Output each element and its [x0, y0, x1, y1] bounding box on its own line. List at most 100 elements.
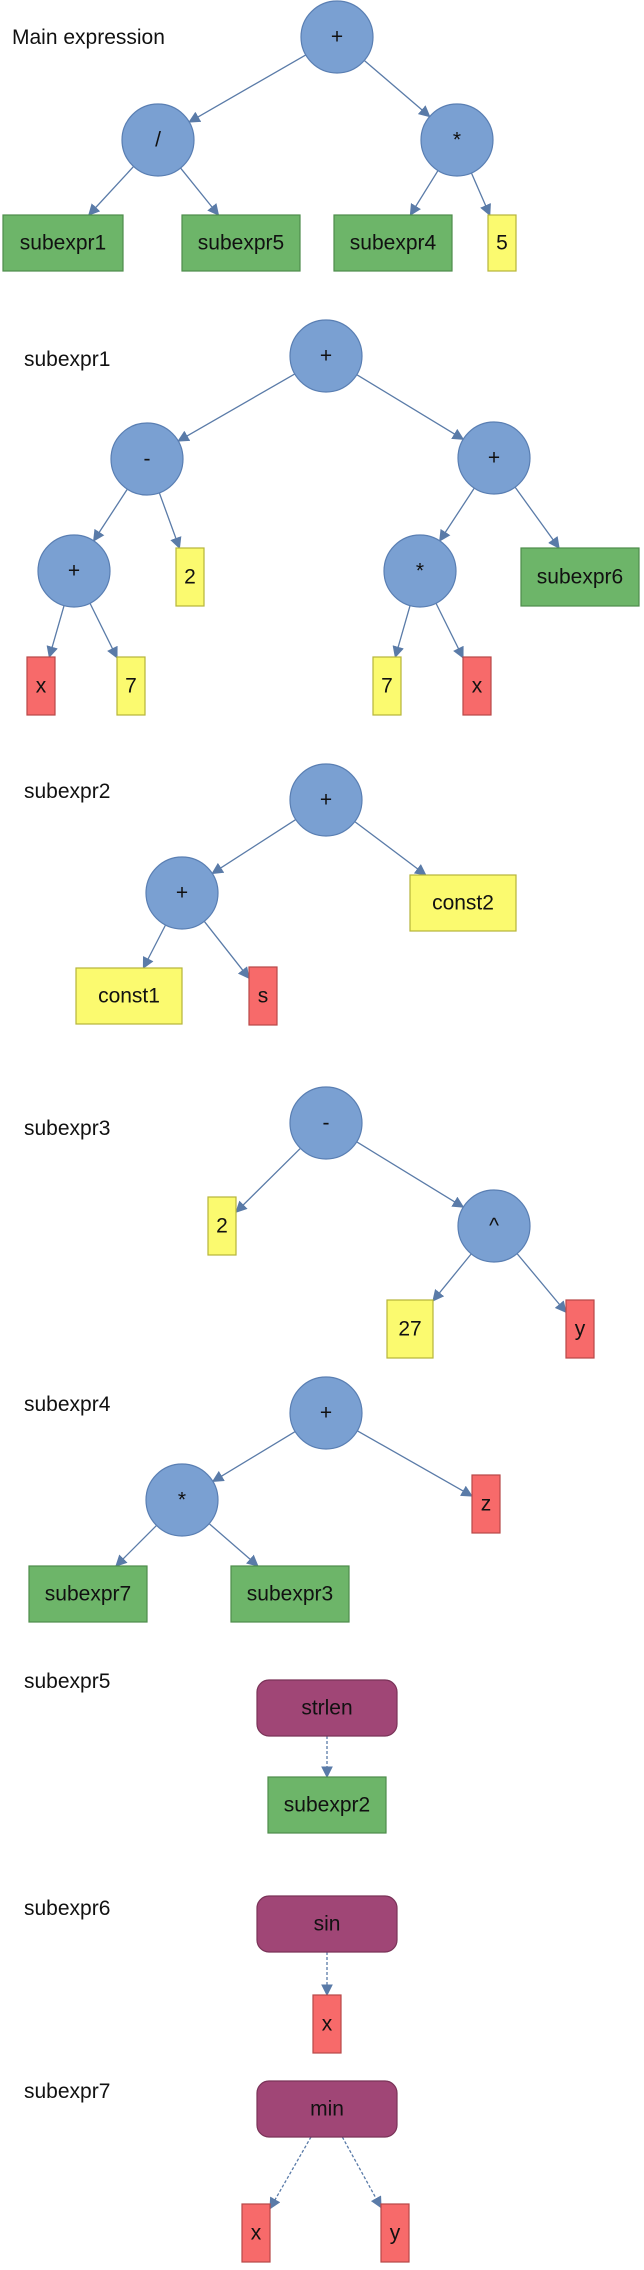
operator-shape [420, 103, 494, 177]
constant-shape [386, 1299, 434, 1359]
subexpr7-label: subexpr7 [24, 2080, 111, 2103]
subexpr1-edge [514, 486, 560, 549]
subexpr7-edge [341, 2136, 382, 2209]
operator-shape [383, 534, 457, 608]
subexpr1-edge [356, 374, 465, 440]
subexpr3-constant-node: 27 [386, 1299, 434, 1359]
subexpr5-subexpression-node: subexpr2 [267, 1776, 387, 1834]
subexpr3-variable-node: y [565, 1299, 595, 1359]
operator-text: + [488, 447, 500, 470]
constant-text: const1 [98, 985, 160, 1008]
constant-shape [116, 656, 146, 716]
subexpr1-constant-node: 2 [175, 547, 205, 607]
subexpr1-edge [392, 605, 411, 659]
subexpr1-operator-node: + [289, 319, 363, 393]
function-text: sin [314, 1913, 341, 1936]
main-expression-subexpression-node: subexpr5 [181, 214, 301, 272]
operator-shape [121, 103, 195, 177]
subexpr1-edge [158, 492, 182, 550]
constant-text: 7 [381, 675, 393, 698]
subexpr4-operator-node: * [145, 1463, 219, 1537]
main-expression-operator-node: / [121, 103, 195, 177]
operator-shape [289, 319, 363, 393]
constant-text: 2 [184, 566, 196, 589]
main-expression-edge [180, 167, 220, 216]
subexpr2-operator-node: + [289, 763, 363, 837]
subexpr1-subexpression-node: subexpr6 [520, 547, 640, 607]
main-expression-edge [470, 172, 491, 217]
subexpr4-subexpression-node: subexpr3 [230, 1565, 350, 1623]
subexpression-text: subexpr3 [247, 1583, 333, 1606]
constant-text: const2 [432, 892, 494, 915]
subexpr2-label: subexpr2 [24, 780, 111, 803]
main-expression-subexpression-node: subexpr4 [333, 214, 453, 272]
subexpr6-label: subexpr6 [24, 1897, 111, 1920]
subexpr1-constant-node: 7 [372, 656, 402, 716]
operator-text: * [416, 560, 424, 583]
subexpression-shape [28, 1565, 148, 1623]
variable-text: y [390, 2222, 401, 2245]
operator-text: + [68, 560, 80, 583]
subexpr1-operator-node: + [457, 421, 531, 495]
main-expression-edge [363, 59, 431, 118]
subexpression-text: subexpr2 [284, 1794, 370, 1817]
subexpr4-label: subexpr4 [24, 1393, 111, 1416]
variable-text: z [481, 1493, 492, 1516]
subexpr1-variable-node: x [462, 656, 492, 716]
subexpr5-function-node: strlen [256, 1679, 398, 1737]
subexpr7-function-node: min [256, 2080, 398, 2138]
subexpr1-operator-node: + [37, 534, 111, 608]
operator-shape [145, 856, 219, 930]
variable-shape [380, 2203, 410, 2263]
variable-shape [462, 656, 492, 716]
operator-text: * [178, 1489, 186, 1512]
subexpression-text: subexpr6 [537, 566, 623, 589]
operator-shape [289, 1086, 363, 1160]
operator-text: - [323, 1112, 330, 1135]
subexpression-shape [267, 1776, 387, 1834]
operator-shape [457, 1189, 531, 1263]
subexpression-shape [2, 214, 124, 272]
subexpr2-edge [142, 924, 167, 970]
subexpr4-variable-node: z [471, 1474, 501, 1534]
operator-text: + [320, 789, 332, 812]
main-expression-edge [409, 170, 439, 216]
variable-shape [26, 656, 56, 716]
subexpr7-variable-node: y [380, 2203, 410, 2263]
function-shape [256, 1679, 398, 1737]
constant-text: 2 [216, 1215, 228, 1238]
subexpr2-constant-node: const1 [75, 967, 183, 1025]
variable-text: x [322, 2013, 333, 2036]
subexpr4-subexpression-node: subexpr7 [28, 1565, 148, 1623]
variable-text: x [251, 2222, 262, 2245]
main-expression-operator-node: * [420, 103, 494, 177]
function-text: min [310, 2098, 344, 2121]
subexpr4-operator-node: + [289, 1376, 363, 1450]
subexpr2-edge [203, 920, 250, 980]
operator-text: + [320, 1402, 332, 1425]
variable-shape [471, 1474, 501, 1534]
main-expression-label: Main expression [12, 26, 165, 49]
main-expression-edge [88, 166, 135, 216]
operator-text: + [331, 26, 343, 49]
main-expression-edge [188, 54, 307, 123]
subexpr3-edge [356, 1141, 465, 1208]
subexpr2-edge [211, 818, 297, 875]
operator-shape [289, 763, 363, 837]
constant-text: 5 [496, 232, 508, 255]
subexpr1-constant-node: 7 [116, 656, 146, 716]
operator-shape [289, 1376, 363, 1450]
subexpr2-edge [354, 821, 427, 876]
variable-text: x [36, 675, 47, 698]
subexpr2-variable-node: s [248, 966, 278, 1026]
constant-shape [487, 214, 517, 272]
subexpr2-constant-node: const2 [409, 874, 517, 932]
subexpr7-variable-node: x [241, 2203, 271, 2263]
main-expression-operator-node: + [300, 0, 374, 74]
variable-text: x [472, 675, 483, 698]
constant-shape [175, 547, 205, 607]
constant-shape [409, 874, 517, 932]
variable-text: s [258, 985, 269, 1008]
subexpr1-variable-node: x [26, 656, 56, 716]
